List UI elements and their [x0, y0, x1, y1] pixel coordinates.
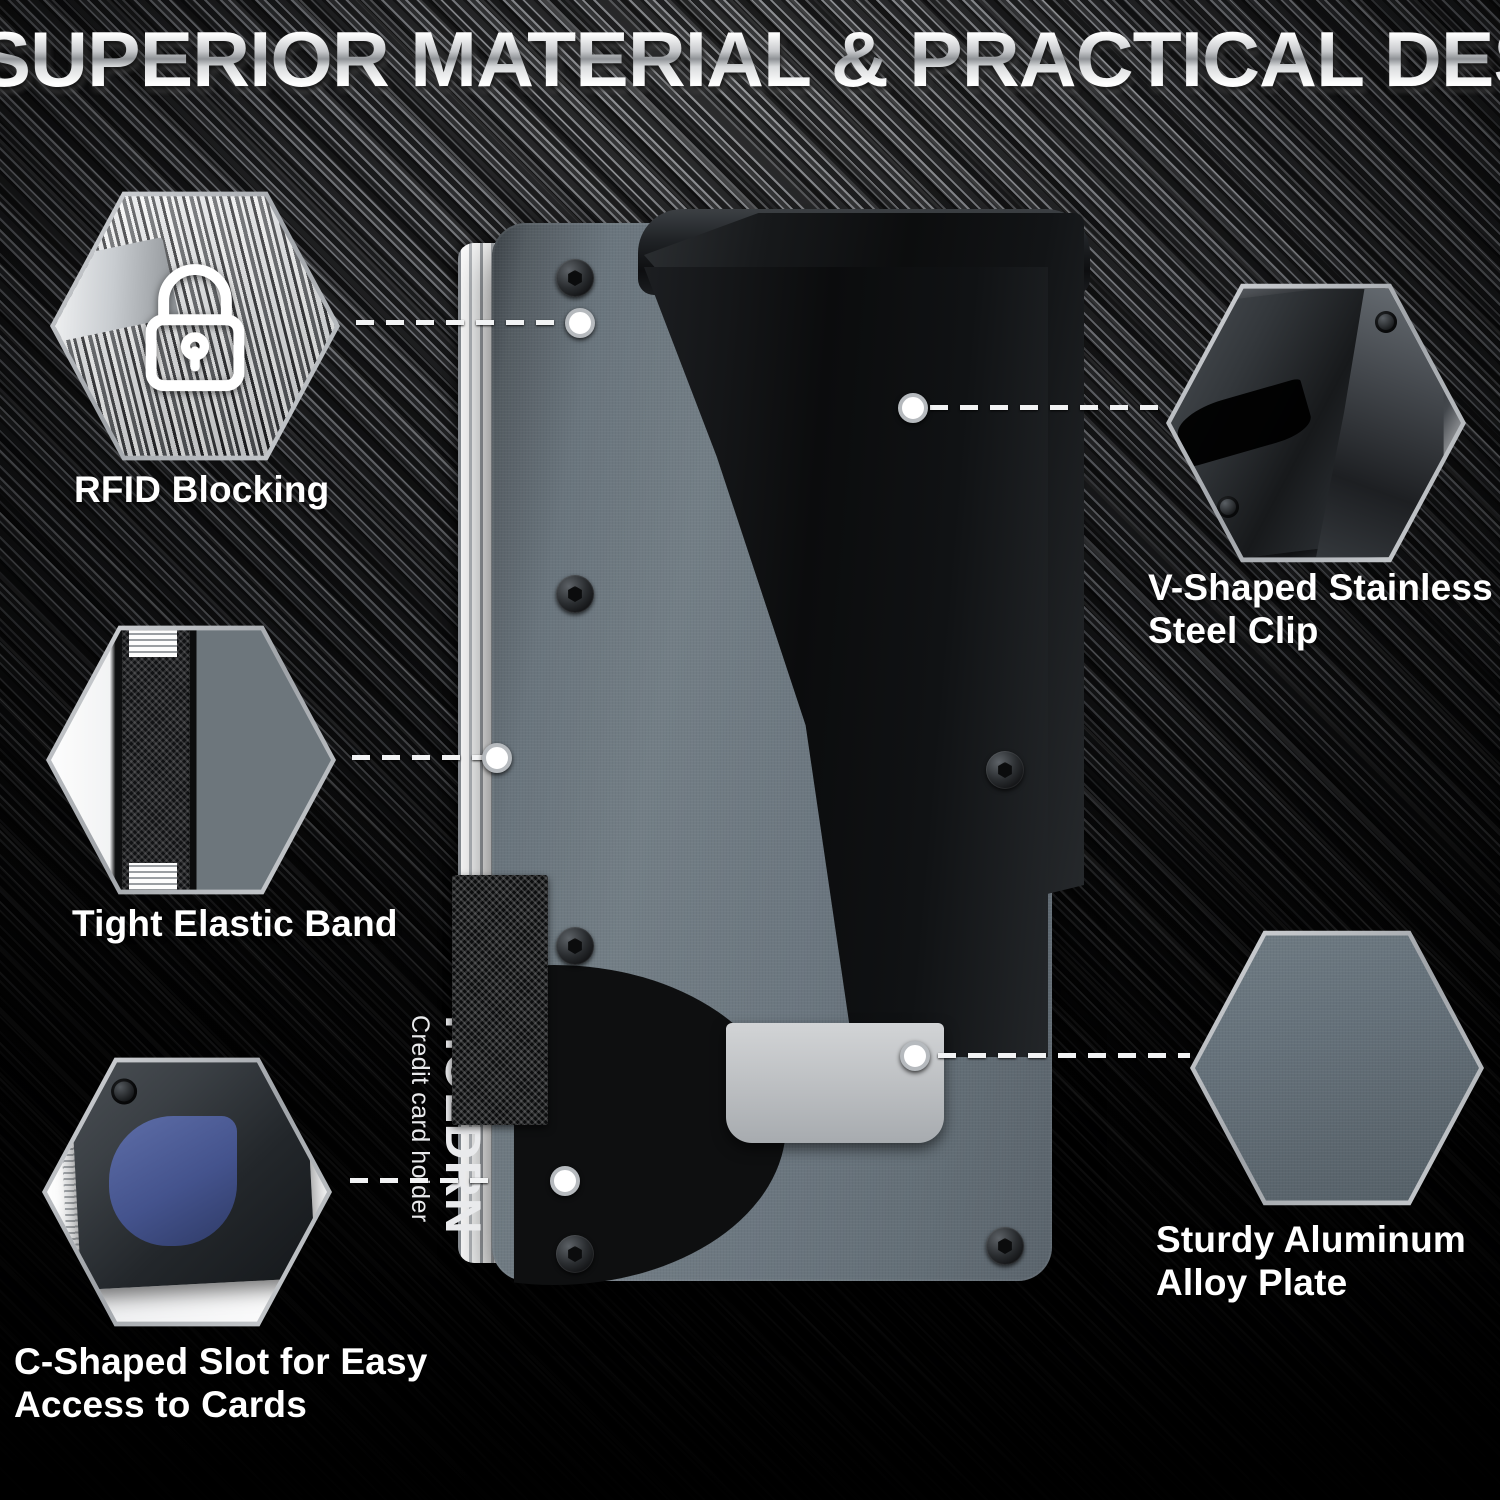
steel-clip-screw-bottom	[1217, 496, 1240, 519]
steel-clip-texture	[1171, 288, 1461, 558]
brand-subtitle: Credit card holder	[406, 1015, 434, 1223]
feature-label-rfid-blocking: RFID Blocking	[74, 469, 330, 510]
band-weave-pattern	[122, 630, 190, 890]
band-cards-bottom	[129, 862, 177, 890]
lock-icon	[145, 264, 245, 392]
connector-dot-rfid	[565, 308, 595, 338]
aluminum-plate-texture	[1195, 935, 1479, 1201]
connector-dot-aluminum	[900, 1041, 930, 1071]
band-cards-top	[129, 630, 177, 658]
product-wallet-image: HOLDRN Credit card holder	[406, 209, 1090, 1325]
connector-line-rfid	[356, 320, 572, 325]
screw-top-left	[556, 259, 594, 297]
connector-dot-clip	[898, 393, 928, 423]
screw-bottom-left	[556, 1235, 594, 1273]
feature-label-steel-clip: V-Shaped Stainless Steel Clip	[1148, 567, 1493, 652]
c-slot-blue-card	[108, 1116, 238, 1246]
hexagon-inner-aluminum	[1195, 935, 1479, 1201]
feature-hexagon-c-shaped-slot[interactable]	[42, 1057, 332, 1327]
connector-line-elastic	[352, 755, 488, 760]
feature-label-elastic-band: Tight Elastic Band	[72, 903, 398, 944]
feature-label-c-shaped-slot: C-Shaped Slot for Easy Access to Cards	[14, 1341, 428, 1426]
connector-dot-elastic	[482, 743, 512, 773]
screw-lower-left	[556, 927, 594, 965]
feature-label-aluminum-plate: Sturdy Aluminum Alloy Plate	[1156, 1219, 1466, 1304]
screw-bottom-right	[986, 1227, 1024, 1265]
steel-clip-screw-top	[1375, 311, 1398, 333]
connector-line-aluminum	[938, 1053, 1190, 1058]
screw-mid-right	[986, 751, 1024, 789]
hexagon-inner-clip	[1171, 288, 1461, 558]
screw-mid-left	[556, 575, 594, 613]
page-title: SUPERIOR MATERIAL & PRACTICAL DESIGN	[0, 20, 1500, 98]
feature-hexagon-steel-clip[interactable]	[1166, 283, 1466, 563]
connector-line-cslot	[350, 1178, 488, 1183]
connector-dot-cslot	[550, 1166, 580, 1196]
connector-line-clip	[930, 405, 1166, 410]
feature-hexagon-elastic-band[interactable]	[46, 625, 336, 895]
c-slot-screw	[110, 1077, 138, 1105]
elastic-band	[452, 875, 548, 1125]
